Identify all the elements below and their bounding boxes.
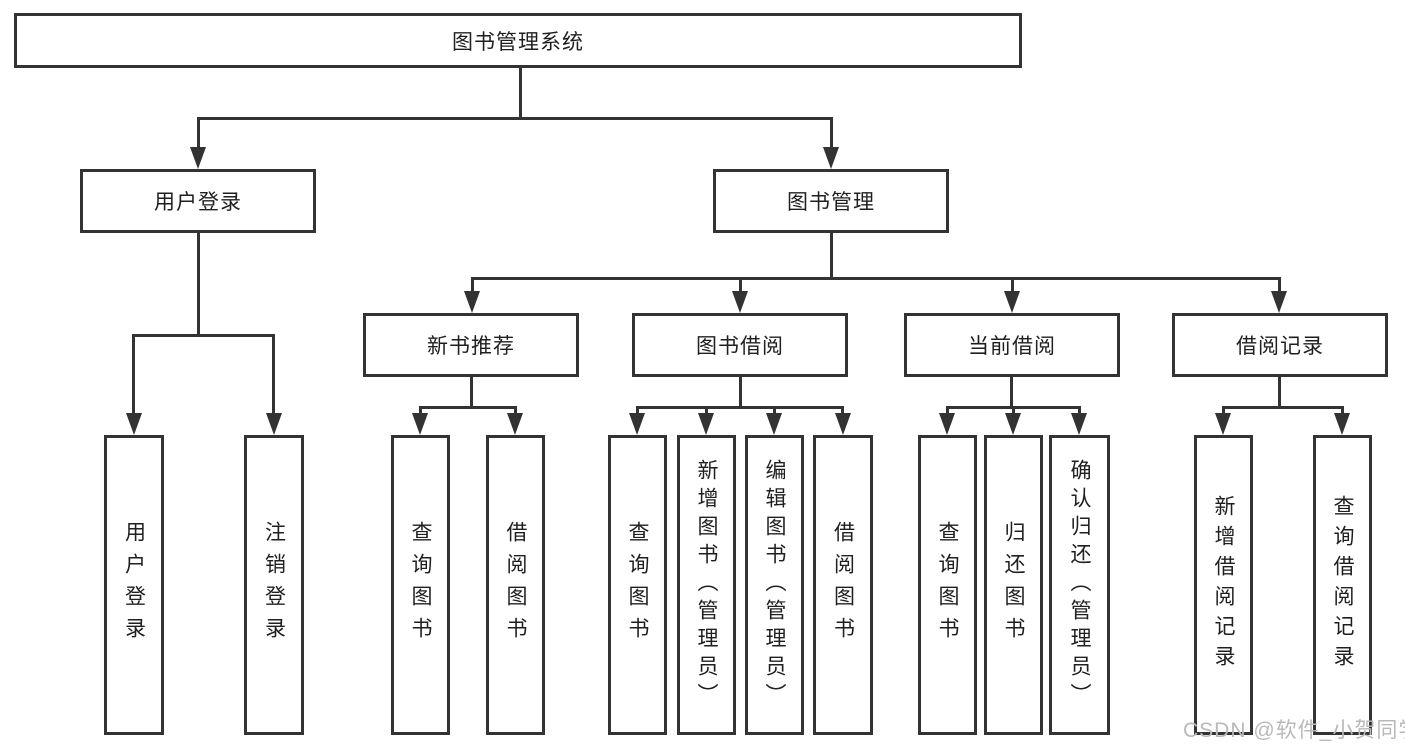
leaf-nb-borrow-books-label: 借阅图书	[504, 521, 527, 649]
arrowhead-icon	[507, 413, 523, 435]
arrowhead-icon	[823, 147, 839, 169]
arrowhead-icon	[1071, 413, 1087, 435]
edge-line	[197, 117, 200, 149]
edge-line	[773, 406, 776, 415]
arrowhead-icon	[1004, 291, 1020, 313]
leaf-user-login-label: 用户登录	[122, 521, 146, 649]
arrowhead-icon	[126, 413, 142, 435]
leaf-cb-query-books: 查询图书	[918, 435, 977, 735]
arrowhead-icon	[1005, 413, 1021, 435]
leaf-br-query-record: 查询借阅记录	[1313, 435, 1372, 735]
node-book-borrowing: 图书借阅	[632, 313, 848, 377]
node-book-management: 图书管理	[713, 169, 949, 233]
edge-line	[946, 406, 949, 415]
leaf-bb-edit-books-admin: 编辑图书（管理员）	[745, 435, 804, 735]
leaf-bb-query-books: 查询图书	[608, 435, 667, 735]
leaf-nb-borrow-books: 借阅图书	[486, 435, 545, 735]
arrowhead-icon	[698, 413, 714, 435]
arrowhead-icon	[835, 413, 851, 435]
edge-line	[132, 334, 135, 415]
leaf-bb-edit-books-admin-label: 编辑图书（管理员）	[763, 459, 786, 711]
arrowhead-icon	[190, 147, 206, 169]
leaf-br-add-record-label: 新增借阅记录	[1212, 495, 1235, 675]
arrowhead-icon	[766, 413, 782, 435]
edge-line	[1222, 406, 1225, 415]
leaf-user-login: 用户登录	[104, 435, 164, 735]
node-borrowing-records: 借阅记录	[1172, 313, 1388, 377]
node-current-borrowing-label: 当前借阅	[968, 335, 1056, 358]
edge-line	[272, 334, 275, 415]
edge-line	[1011, 277, 1014, 293]
node-borrowing-records-label: 借阅记录	[1236, 335, 1324, 358]
leaf-cb-query-books-label: 查询图书	[936, 521, 959, 649]
edge-line	[132, 334, 275, 337]
node-user-login-label: 用户登录	[154, 191, 242, 214]
leaf-bb-add-books-admin: 新增图书（管理员）	[677, 435, 736, 735]
leaf-logout-label: 注销登录	[262, 521, 286, 649]
edge-line	[519, 68, 522, 118]
edge-line	[419, 406, 517, 409]
node-user-login: 用户登录	[80, 169, 316, 233]
leaf-bb-query-books-label: 查询图书	[626, 521, 649, 649]
leaf-cb-return-books-label: 归还图书	[1002, 521, 1025, 649]
arrowhead-icon	[1334, 413, 1350, 435]
edge-line	[636, 406, 844, 409]
leaf-bb-borrow-books-label: 借阅图书	[831, 521, 855, 649]
leaf-bb-borrow-books: 借阅图书	[813, 435, 873, 735]
node-new-book-recommend: 新书推荐	[363, 313, 579, 377]
edge-line	[1010, 377, 1013, 408]
leaf-cb-confirm-return-admin-label: 确认归还（管理员）	[1068, 459, 1091, 711]
edge-line	[1222, 406, 1344, 409]
edge-line	[1278, 377, 1281, 408]
leaf-nb-query-books: 查询图书	[391, 435, 450, 735]
edge-line	[1341, 406, 1344, 415]
node-root-label: 图书管理系统	[452, 30, 584, 54]
edge-line	[1078, 406, 1081, 415]
edge-line	[471, 277, 1281, 280]
leaf-cb-return-books: 归还图书	[984, 435, 1043, 735]
edge-line	[830, 233, 833, 280]
node-root: 图书管理系统	[14, 13, 1022, 68]
edge-line	[1012, 406, 1015, 415]
leaf-nb-query-books-label: 查询图书	[409, 521, 432, 649]
edge-line	[471, 277, 474, 293]
edge-line	[470, 377, 473, 408]
node-book-management-label: 图书管理	[787, 191, 875, 214]
edge-line	[197, 233, 200, 337]
leaf-cb-confirm-return-admin: 确认归还（管理员）	[1049, 435, 1110, 735]
edge-line	[197, 117, 833, 120]
edge-line	[1278, 277, 1281, 293]
edge-line	[705, 406, 708, 415]
arrowhead-icon	[629, 413, 645, 435]
leaf-bb-add-books-admin-label: 新增图书（管理员）	[695, 459, 718, 711]
arrowhead-icon	[412, 413, 428, 435]
edge-line	[636, 406, 639, 415]
node-new-book-recommend-label: 新书推荐	[427, 335, 515, 358]
arrowhead-icon	[464, 291, 480, 313]
arrowhead-icon	[939, 413, 955, 435]
arrowhead-icon	[266, 413, 282, 435]
node-current-borrowing: 当前借阅	[904, 313, 1120, 377]
edge-line	[739, 277, 742, 293]
edge-line	[514, 406, 517, 415]
arrowhead-icon	[1215, 413, 1231, 435]
leaf-logout: 注销登录	[244, 435, 304, 735]
watermark-text: CSDN @软件_小贺同学	[1183, 719, 1405, 742]
leaf-br-query-record-label: 查询借阅记录	[1331, 495, 1354, 675]
edge-line	[841, 406, 844, 415]
edge-line	[830, 117, 833, 149]
edge-line	[739, 377, 742, 408]
node-book-borrowing-label: 图书借阅	[696, 335, 784, 358]
arrowhead-icon	[732, 291, 748, 313]
leaf-br-add-record: 新增借阅记录	[1194, 435, 1253, 735]
edge-line	[419, 406, 422, 415]
arrowhead-icon	[1271, 291, 1287, 313]
